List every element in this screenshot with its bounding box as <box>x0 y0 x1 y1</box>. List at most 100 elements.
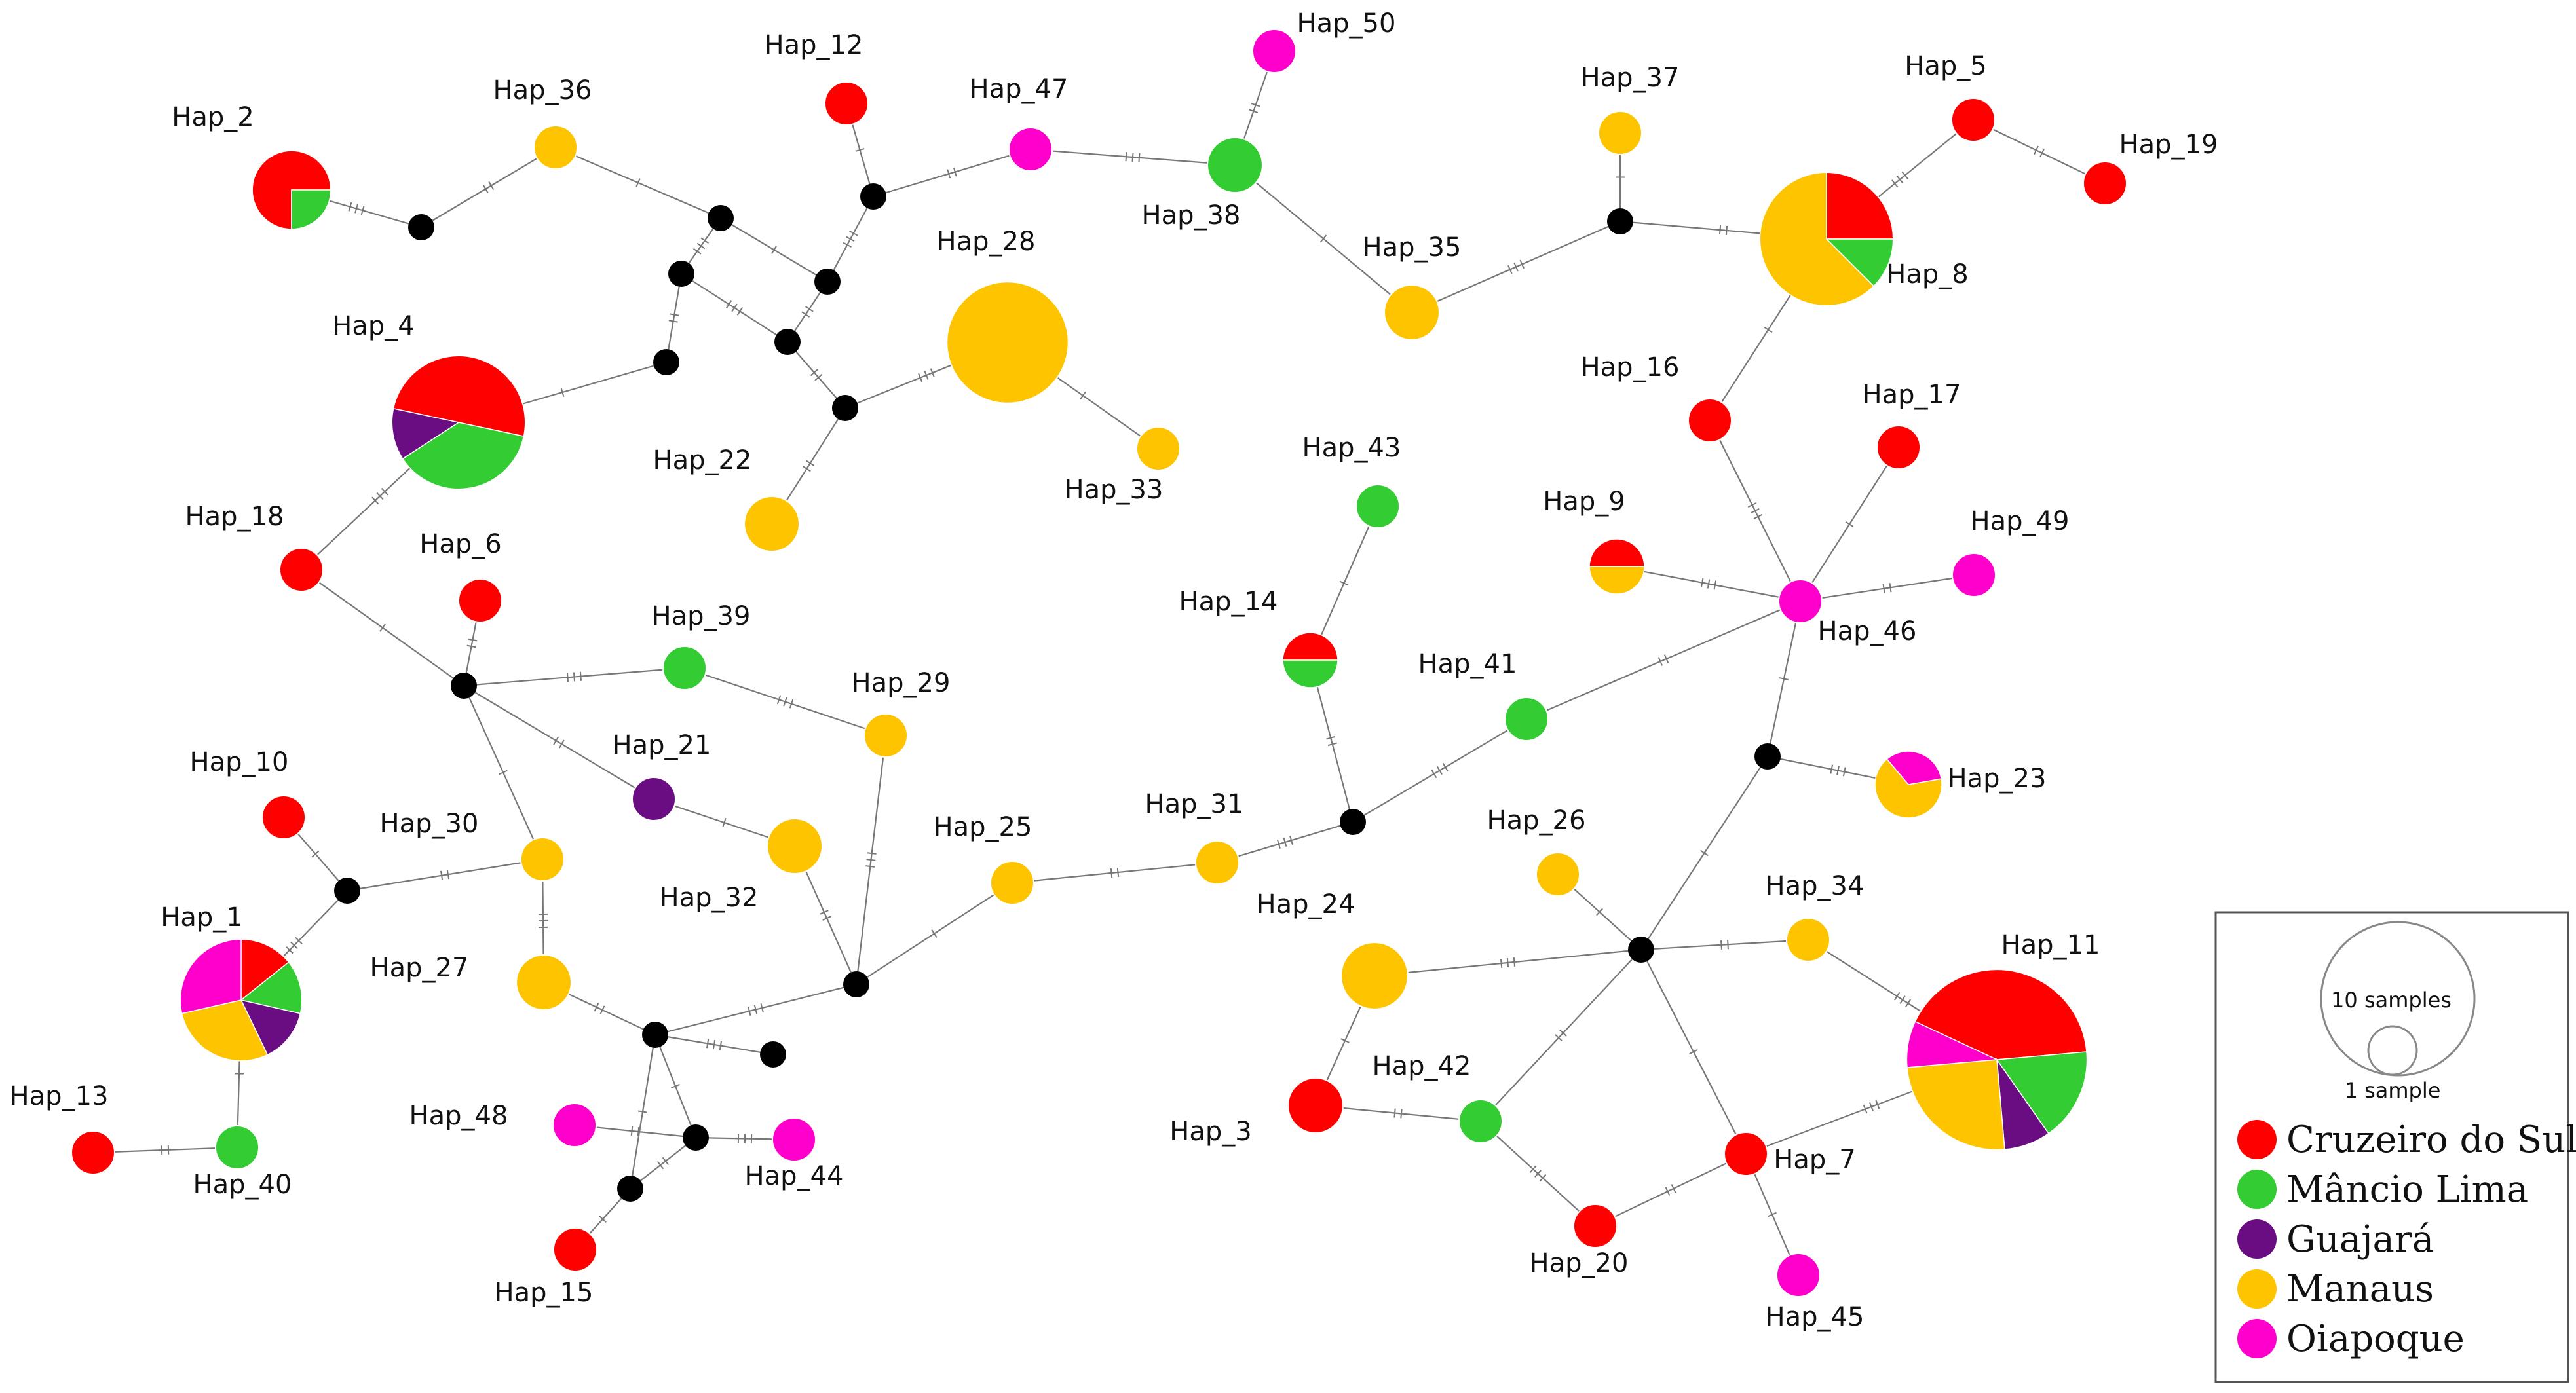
pie-slice-cruzeiro-do-sul <box>1287 1077 1344 1134</box>
edge-m18-Hap_34 <box>1640 938 1809 951</box>
haplotype-label: Hap_44 <box>745 1161 844 1191</box>
mutation-tick <box>1700 849 1709 857</box>
mutation-tick <box>662 1157 670 1166</box>
edge-m10-Hap_21 <box>463 685 654 800</box>
mutation-tick <box>706 1039 710 1049</box>
mutation-tick <box>1896 175 1904 184</box>
pie-slice-oiapoque <box>1952 553 1996 597</box>
pie-slice-oiapoque <box>180 938 242 1014</box>
haplotype-label: Hap_7 <box>1773 1145 1855 1175</box>
haplotype-label: Hap_8 <box>1886 259 1968 289</box>
haplotype-label: Hap_49 <box>1971 506 2070 536</box>
median-vector-m15 <box>760 1041 786 1068</box>
haplotype-label: Hap_11 <box>2001 930 2100 960</box>
haplotype-node-hap-25 <box>990 861 1034 905</box>
mutation-tick <box>1555 1034 1563 1042</box>
pie-slice-manaus <box>1589 566 1645 595</box>
legend-label: Mâncio Lima <box>2286 1168 2528 1211</box>
median-vector-m3 <box>668 261 694 287</box>
mutation-tick <box>748 1006 751 1016</box>
haplotype-label: Hap_5 <box>1904 51 1986 81</box>
haplotype-node-hap-7 <box>1724 1132 1768 1176</box>
pie-slice-m-ncio-lima <box>662 646 707 690</box>
mutation-tick <box>440 870 444 880</box>
pie-slice-oiapoque <box>1776 1253 1821 1297</box>
median-vector-m13 <box>642 1022 668 1048</box>
mutation-tick <box>1534 1170 1542 1178</box>
mutation-tick <box>1249 109 1259 113</box>
mutation-tick <box>354 204 358 214</box>
mutation-tick <box>379 623 386 632</box>
mutation-tick <box>1904 999 1912 1008</box>
haplotype-node-hap-40 <box>215 1125 259 1170</box>
pie-slice-oiapoque <box>1886 751 1942 785</box>
haplotype-label: Hap_16 <box>1581 352 1680 382</box>
mutation-tick <box>466 644 476 648</box>
haplotype-label: Hap_3 <box>1169 1117 1251 1147</box>
median-vector-m8 <box>1607 208 1633 234</box>
pie-slice-manaus <box>990 861 1034 905</box>
mutation-tick <box>696 242 706 250</box>
mutation-tick <box>1747 502 1757 508</box>
mutation-tick <box>806 460 815 466</box>
mutation-tick <box>1665 1187 1671 1196</box>
haplotype-node-hap-1 <box>180 938 303 1062</box>
haplotype-node-hap-11 <box>1906 969 2088 1151</box>
haplotype-label: Hap_23 <box>1948 764 2047 794</box>
network-nodes <box>71 29 2127 1297</box>
mutation-tick <box>802 466 811 472</box>
pie-slice-guajar- <box>632 777 676 821</box>
pie-slice-m-ncio-lima <box>1504 697 1549 741</box>
haplotype-label: Hap_10 <box>190 747 289 777</box>
haplotype-label: Hap_50 <box>1297 9 1396 39</box>
pie-slice-manaus <box>181 999 269 1062</box>
pie-slice-m-ncio-lima <box>1355 484 1400 529</box>
mutation-tick <box>1882 584 1885 593</box>
pie-slice-manaus <box>1340 942 1409 1010</box>
mutation-tick <box>482 185 489 194</box>
median-vector-m19 <box>1340 809 1366 835</box>
haplotype-node-hap-32 <box>767 818 823 874</box>
legend-item: Mâncio Lima <box>2237 1168 2528 1211</box>
mutation-tick <box>1327 742 1337 747</box>
pie-slice-manaus <box>533 125 578 170</box>
mutation-tick <box>725 300 732 309</box>
mutation-tick <box>371 496 379 505</box>
mutation-tick <box>801 311 810 318</box>
mutation-tick <box>810 369 818 377</box>
mutation-tick <box>1689 1049 1698 1055</box>
pie-slice-cruzeiro-do-sul <box>1282 632 1338 661</box>
pie-slice-cruzeiro-do-sul <box>1589 538 1645 567</box>
pie-slice-manaus <box>1874 758 1942 819</box>
pie-slice-cruzeiro-do-sul <box>392 355 526 437</box>
haplotype-node-hap-13 <box>71 1130 115 1175</box>
legend-label: Guajará <box>2286 1218 2434 1261</box>
pie-slice-oiapoque <box>1252 29 1297 73</box>
mutation-tick <box>722 818 727 827</box>
median-vector-m2 <box>708 205 734 231</box>
haplotype-node-hap-47 <box>1008 127 1053 172</box>
pie-slice-m-ncio-lima <box>1825 238 1894 287</box>
haplotype-label: Hap_29 <box>852 668 951 698</box>
pie-slice-guajar- <box>391 407 460 460</box>
edge-Hap_5-Hap_19 <box>1973 119 2106 184</box>
mutation-tick <box>700 237 710 244</box>
haplotype-label: Hap_34 <box>1766 871 1865 901</box>
mutation-tick <box>1319 234 1327 243</box>
mutation-tick <box>1779 677 1789 680</box>
pie-slice-m-ncio-lima <box>291 189 331 230</box>
haplotype-node-hap-4 <box>391 355 526 490</box>
haplotype-label: Hap_40 <box>193 1170 292 1200</box>
mutation-tick <box>1830 764 1834 774</box>
mutation-tick <box>1131 152 1134 162</box>
haplotype-label: Hap_22 <box>653 445 752 475</box>
mutation-tick <box>360 206 365 215</box>
haplotype-node-hap-34 <box>1786 918 1830 962</box>
mutation-tick <box>468 638 478 642</box>
haplotype-node-hap-46 <box>1778 579 1823 623</box>
mutation-tick <box>1663 654 1669 663</box>
mutation-tick <box>1283 838 1287 847</box>
mutation-tick <box>1276 839 1281 849</box>
legend-swatch <box>2237 1219 2277 1259</box>
